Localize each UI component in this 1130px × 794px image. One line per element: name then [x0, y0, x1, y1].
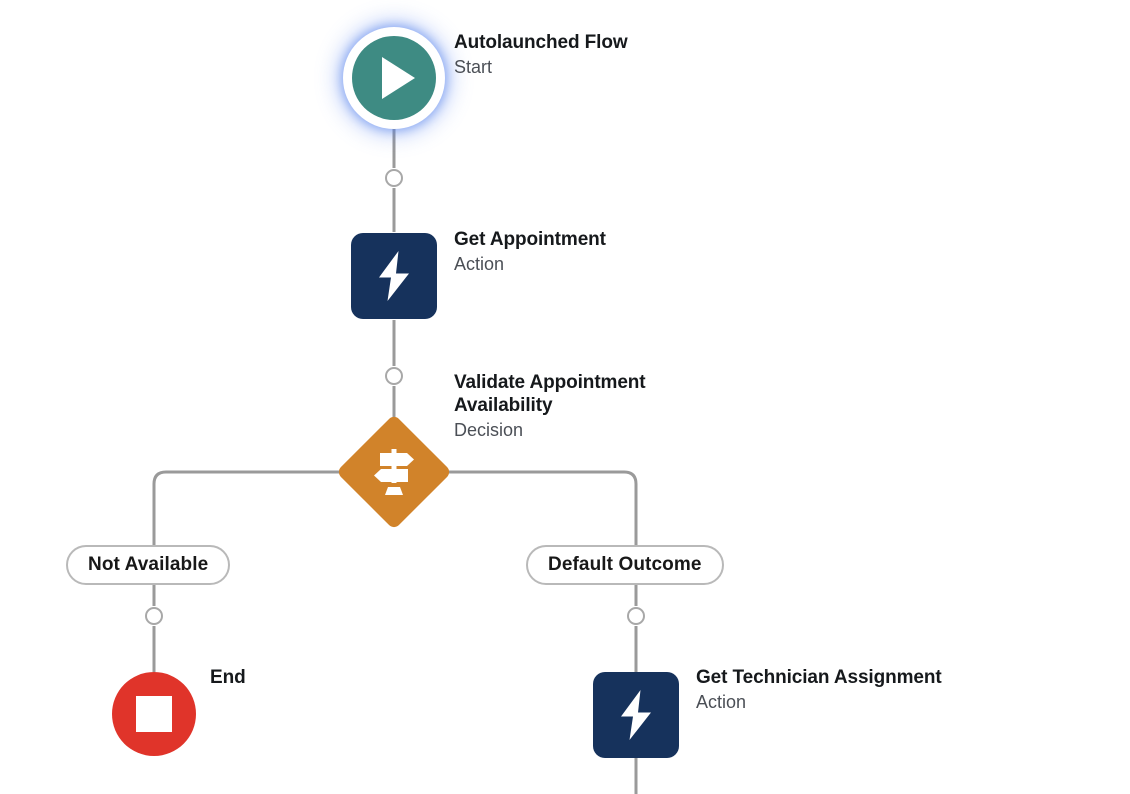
get-appointment-title: Get Appointment [454, 229, 606, 250]
flow-node-start[interactable] [346, 30, 442, 126]
start-node-disc [352, 36, 436, 120]
add-element-icon [145, 607, 163, 625]
branch-label-not-available[interactable]: Not Available [66, 545, 231, 585]
connector-decision-to-left [152, 470, 352, 546]
stop-square-icon [136, 696, 172, 732]
flow-node-get-technician-label: Get Technician Assignment Action [696, 666, 942, 715]
connector-decision-to-right [438, 470, 638, 546]
end-title: End [210, 667, 246, 688]
get-technician-title: Get Technician Assignment [696, 667, 942, 688]
play-icon [381, 57, 415, 99]
branch-label-default-outcome[interactable]: Default Outcome [526, 545, 724, 585]
flow-node-get-appointment-label: Get Appointment Action [454, 228, 606, 277]
branch-label-not-available-text: Not Available [88, 554, 209, 575]
validate-appointment-subtitle: Decision [454, 420, 524, 441]
lightning-bolt-icon [621, 690, 651, 740]
flow-node-start-label: Autolaunched Flow Start [454, 31, 628, 80]
validate-appointment-title: Validate Appointment Availability [454, 372, 646, 417]
flow-node-end-label: End [210, 666, 246, 689]
start-subtitle: Start [454, 57, 493, 78]
signpost-icon [370, 447, 418, 497]
flow-node-validate-appointment[interactable] [336, 414, 452, 530]
flow-node-end[interactable] [112, 672, 196, 756]
flow-node-validate-appointment-label: Validate Appointment Availability Decisi… [454, 371, 724, 443]
branch-label-default-outcome-text: Default Outcome [548, 554, 702, 575]
add-element-icon [385, 367, 403, 385]
get-technician-subtitle: Action [696, 692, 747, 713]
add-element-icon [627, 607, 645, 625]
start-title: Autolaunched Flow [454, 32, 628, 53]
flow-node-get-technician[interactable] [593, 672, 679, 758]
get-appointment-subtitle: Action [454, 254, 505, 275]
lightning-bolt-icon [379, 251, 409, 301]
flow-node-get-appointment[interactable] [351, 233, 437, 319]
add-element-icon [385, 169, 403, 187]
